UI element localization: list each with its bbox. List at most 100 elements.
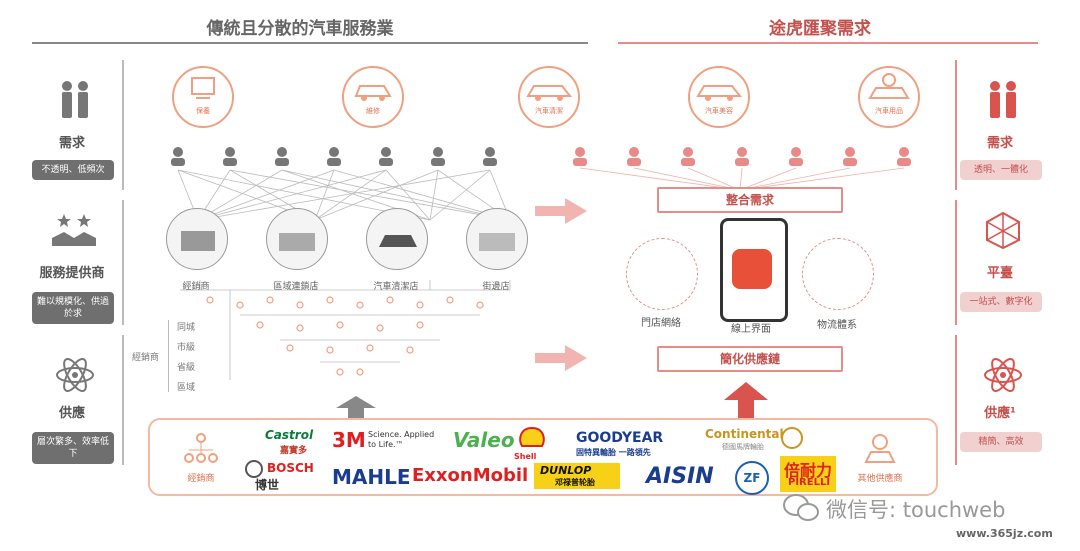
right-divider-1 — [955, 60, 957, 190]
left-divider-3 — [122, 335, 124, 465]
logistics-circle — [802, 238, 874, 310]
people-handshake-red-icon — [990, 81, 1016, 118]
platform-item-label: 線上界面 — [731, 324, 771, 335]
goodyear-cn-logo: 固特異輪胎 一路領先 — [576, 448, 651, 457]
left-supply-tag: 層次繁多、效率低下 — [32, 432, 114, 464]
service-products-circle: 汽車用品 — [858, 66, 920, 128]
store-label: 經銷商 — [182, 282, 210, 292]
right-arrow-icon — [535, 345, 587, 371]
level-label: 區域 — [177, 383, 196, 393]
left-provider-title: 服務提供商 — [39, 266, 105, 281]
right-supply-tag: 精簡、高效 — [960, 432, 1042, 452]
level-label: 同城 — [177, 323, 196, 333]
bosch-emblem-icon — [245, 460, 263, 478]
castrol-logo: Castrol — [265, 428, 314, 442]
zf-logo: ZF — [735, 461, 769, 495]
service-beauty-circle: 汽車美容 — [688, 66, 750, 128]
store-street-shop — [466, 208, 528, 270]
left-network — [171, 147, 511, 380]
network-cube-icon — [986, 211, 1020, 250]
dunlop-badge — [534, 463, 620, 489]
up-arrow-icon — [336, 396, 376, 420]
level-label: 市級 — [177, 343, 196, 353]
supplier-right-label: 其他供應商 — [857, 474, 903, 484]
store-label: 街邊店 — [482, 282, 510, 292]
building-icon — [181, 231, 215, 251]
consumer-person-icons — [171, 147, 497, 166]
valeo-logo: Valeo — [453, 428, 515, 452]
castrol-cn-logo: 嘉實多 — [280, 446, 308, 456]
left-header-rule — [32, 42, 588, 44]
tuhu-app-icon — [732, 249, 772, 289]
bosch-logo: BOSCH — [267, 461, 314, 475]
site-url: www.365jz.com — [956, 527, 1053, 540]
right-header: 途虎匯聚需求 — [769, 19, 871, 39]
left-header: 傳統且分散的汽車服務業 — [206, 19, 394, 39]
left-divider-1 — [122, 60, 124, 190]
mahle-logo: MAHLE — [332, 465, 411, 489]
atom-red-icon — [984, 358, 1022, 392]
shell-logo: Shell — [514, 452, 537, 461]
service-label: 汽車用品 — [875, 107, 903, 115]
car-gear-icon — [864, 434, 896, 463]
integrate-demand-tag: 整合需求 — [657, 187, 843, 213]
watermark-text: 微信号: touchweb — [826, 498, 1006, 522]
right-demand-title: 需求 — [986, 136, 1013, 151]
right-divider-2 — [955, 200, 957, 325]
right-divider-3 — [955, 335, 957, 465]
simplify-supply-tag: 簡化供應鏈 — [657, 346, 843, 372]
car-beauty-icon — [696, 85, 743, 101]
level-label: 省級 — [177, 363, 196, 373]
pirelli-cn-logo: 倍耐力 — [784, 461, 833, 480]
aisin-logo: AISIN — [646, 464, 714, 489]
3m-logo: 3M — [332, 428, 366, 452]
service-label: 汽車美容 — [705, 107, 733, 115]
store-regional-chain — [266, 208, 328, 270]
service-label: 汽車清潔 — [535, 107, 563, 115]
3m-tagline: Science. Applied to Life.™ — [368, 430, 435, 449]
store-label: 汽車清潔店 — [373, 282, 419, 292]
store-network-circle — [626, 238, 698, 310]
dealer-tree-icon — [184, 433, 218, 463]
supplier-left-label: 經銷商 — [187, 474, 215, 484]
right-platform-tag: 一站式、數字化 — [960, 292, 1042, 312]
people-handshake-icon — [62, 81, 88, 118]
level-bracket — [168, 320, 169, 392]
right-demand-tag: 透明、一體化 — [960, 160, 1042, 180]
car-wrench-icon — [354, 85, 392, 101]
shop-icon — [279, 233, 315, 251]
bosch-cn-logo: 博世 — [255, 478, 280, 492]
right-arrow-icon — [535, 198, 587, 224]
dealer-label: 經銷商 — [132, 353, 160, 363]
platform-item-label: 物流體系 — [817, 320, 857, 331]
dunlop-cn-logo: 邓禄普轮胎 — [555, 478, 595, 487]
left-provider-tag: 難以規模化、供過於求 — [32, 292, 114, 324]
service-label: 保養 — [196, 107, 210, 115]
continental-logo: Continental — [705, 427, 784, 441]
right-supply-title: 供應¹ — [984, 406, 1016, 421]
service-maintenance-circle: 保養 — [172, 66, 234, 128]
exxonmobil-logo: ExxonMobil — [412, 465, 529, 486]
continental-horse-icon — [781, 427, 803, 449]
service-label: 維修 — [366, 107, 380, 115]
left-divider-2 — [122, 200, 124, 325]
wechat-icon — [783, 494, 819, 521]
right-network — [573, 147, 911, 191]
service-cleaning-circle: 汽車清潔 — [518, 66, 580, 128]
car-gear-icon — [868, 73, 910, 99]
left-demand-tag: 不透明、低頻次 — [32, 160, 114, 180]
right-platform-title: 平臺 — [986, 266, 1013, 281]
phone-frame — [720, 218, 788, 322]
store-dealer — [166, 208, 228, 270]
continental-cn-logo: 德國馬牌輪胎 — [722, 443, 764, 451]
car-icon — [379, 235, 417, 247]
up-arrow-red-icon — [724, 382, 768, 418]
store-car-wash — [366, 208, 428, 270]
atom-icon — [56, 358, 94, 392]
service-repair-circle: 維修 — [342, 66, 404, 128]
store-label: 區域連鎖店 — [273, 282, 319, 292]
shell-logo-icon — [519, 426, 545, 447]
dunlop-logo: DUNLOP — [540, 464, 592, 477]
car-wash-icon — [526, 85, 573, 101]
dealer-node-icons — [206, 296, 484, 376]
